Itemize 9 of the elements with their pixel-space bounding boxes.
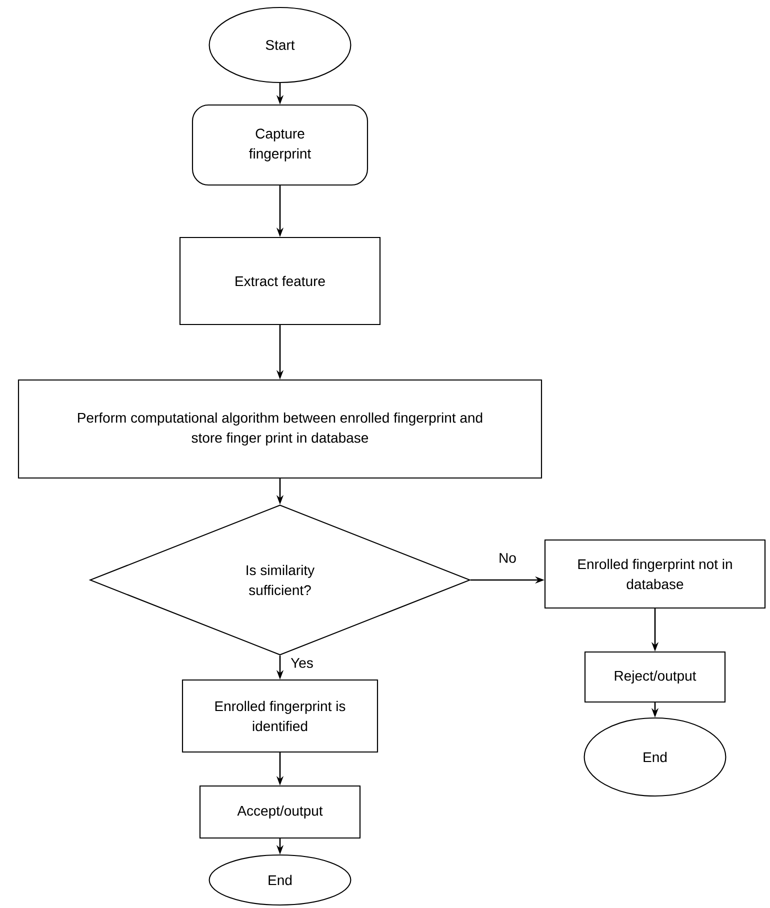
process-box: Accept/output bbox=[199, 785, 361, 839]
process-box: Enrolled fingerprint not in database bbox=[544, 539, 766, 609]
process-box: Perform computational algorithm between enrolled fingerprint and store finger print in database bbox=[18, 379, 542, 479]
process-box: Capture fingerprint bbox=[192, 104, 368, 186]
process-box: Enrolled fingerprint is identified bbox=[182, 679, 378, 753]
process-box: Reject/output bbox=[584, 651, 726, 703]
edge-label: Yes bbox=[289, 656, 315, 670]
process-box: Extract feature bbox=[179, 236, 381, 326]
edge-label: No bbox=[497, 552, 518, 564]
